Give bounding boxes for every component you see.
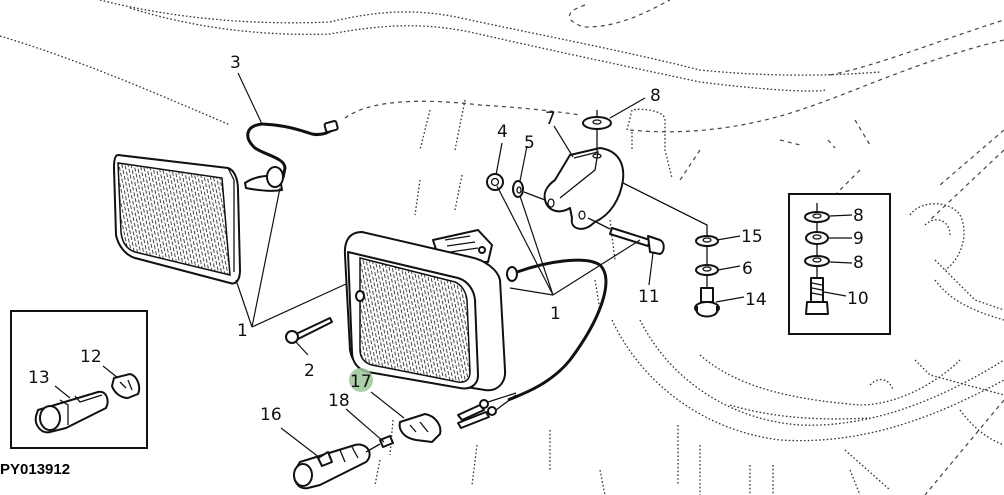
- callout-17-highlight: [349, 368, 373, 392]
- callout-1b[interactable]: 1: [550, 304, 561, 324]
- callout-12[interactable]: 12: [80, 347, 102, 367]
- washer-8-top[interactable]: [582, 110, 612, 152]
- callout-9-inset[interactable]: 9: [853, 229, 864, 249]
- bulb-lead[interactable]: [244, 120, 339, 192]
- headlight-main[interactable]: [343, 229, 608, 402]
- bolt[interactable]: [587, 217, 665, 255]
- callout-5[interactable]: 5: [524, 133, 535, 153]
- cable-terminals[interactable]: [457, 392, 517, 429]
- callout-14[interactable]: 14: [745, 290, 767, 310]
- callout-6[interactable]: 6: [742, 259, 753, 279]
- callout-8-top[interactable]: 8: [650, 86, 661, 106]
- callout-8-inset-a[interactable]: 8: [853, 206, 864, 226]
- flange-nut[interactable]: [694, 287, 720, 318]
- inset-washer-8a[interactable]: [804, 211, 830, 223]
- inset-washer-8b[interactable]: [804, 255, 830, 267]
- callout-15[interactable]: 15: [741, 227, 763, 247]
- hardware-inset: [788, 193, 891, 335]
- callout-17[interactable]: 17: [350, 372, 372, 392]
- leader-lines: [235, 72, 745, 459]
- callout-7[interactable]: 7: [545, 109, 556, 129]
- connector-lock-12[interactable]: [111, 373, 141, 399]
- inset-lockwasher-9[interactable]: [805, 231, 829, 245]
- callout-11[interactable]: 11: [638, 287, 660, 307]
- callout-4[interactable]: 4: [497, 122, 508, 142]
- callout-8-inset-b[interactable]: 8: [853, 253, 864, 273]
- callout-10-inset[interactable]: 10: [847, 289, 869, 309]
- callout-16[interactable]: 16: [260, 405, 282, 425]
- figure-id: PY013912: [0, 461, 70, 478]
- headlight-left[interactable]: [113, 154, 241, 285]
- bracket[interactable]: [543, 147, 625, 230]
- callout-2[interactable]: 2: [304, 361, 315, 381]
- inset-capscrew-10[interactable]: [805, 277, 829, 315]
- callout-18[interactable]: 18: [328, 391, 350, 411]
- connector-lock-17[interactable]: [398, 413, 442, 443]
- callout-labels: 1 1 2 3 4 5 6 7 8 8 9 8 10 11 12 13 14 1…: [28, 53, 869, 425]
- washer-15[interactable]: [695, 235, 719, 247]
- callout-3[interactable]: 3: [230, 53, 241, 73]
- connector-body-13[interactable]: [34, 390, 109, 434]
- screw[interactable]: [285, 317, 333, 344]
- connector-housing-16[interactable]: [293, 443, 371, 490]
- washer-5[interactable]: [512, 180, 524, 198]
- callout-1a[interactable]: 1: [237, 321, 248, 341]
- terminal-18[interactable]: [365, 435, 394, 453]
- callout-13[interactable]: 13: [28, 368, 50, 388]
- nut[interactable]: [486, 173, 504, 191]
- washer-6[interactable]: [695, 264, 719, 276]
- connector-inset: [10, 310, 148, 449]
